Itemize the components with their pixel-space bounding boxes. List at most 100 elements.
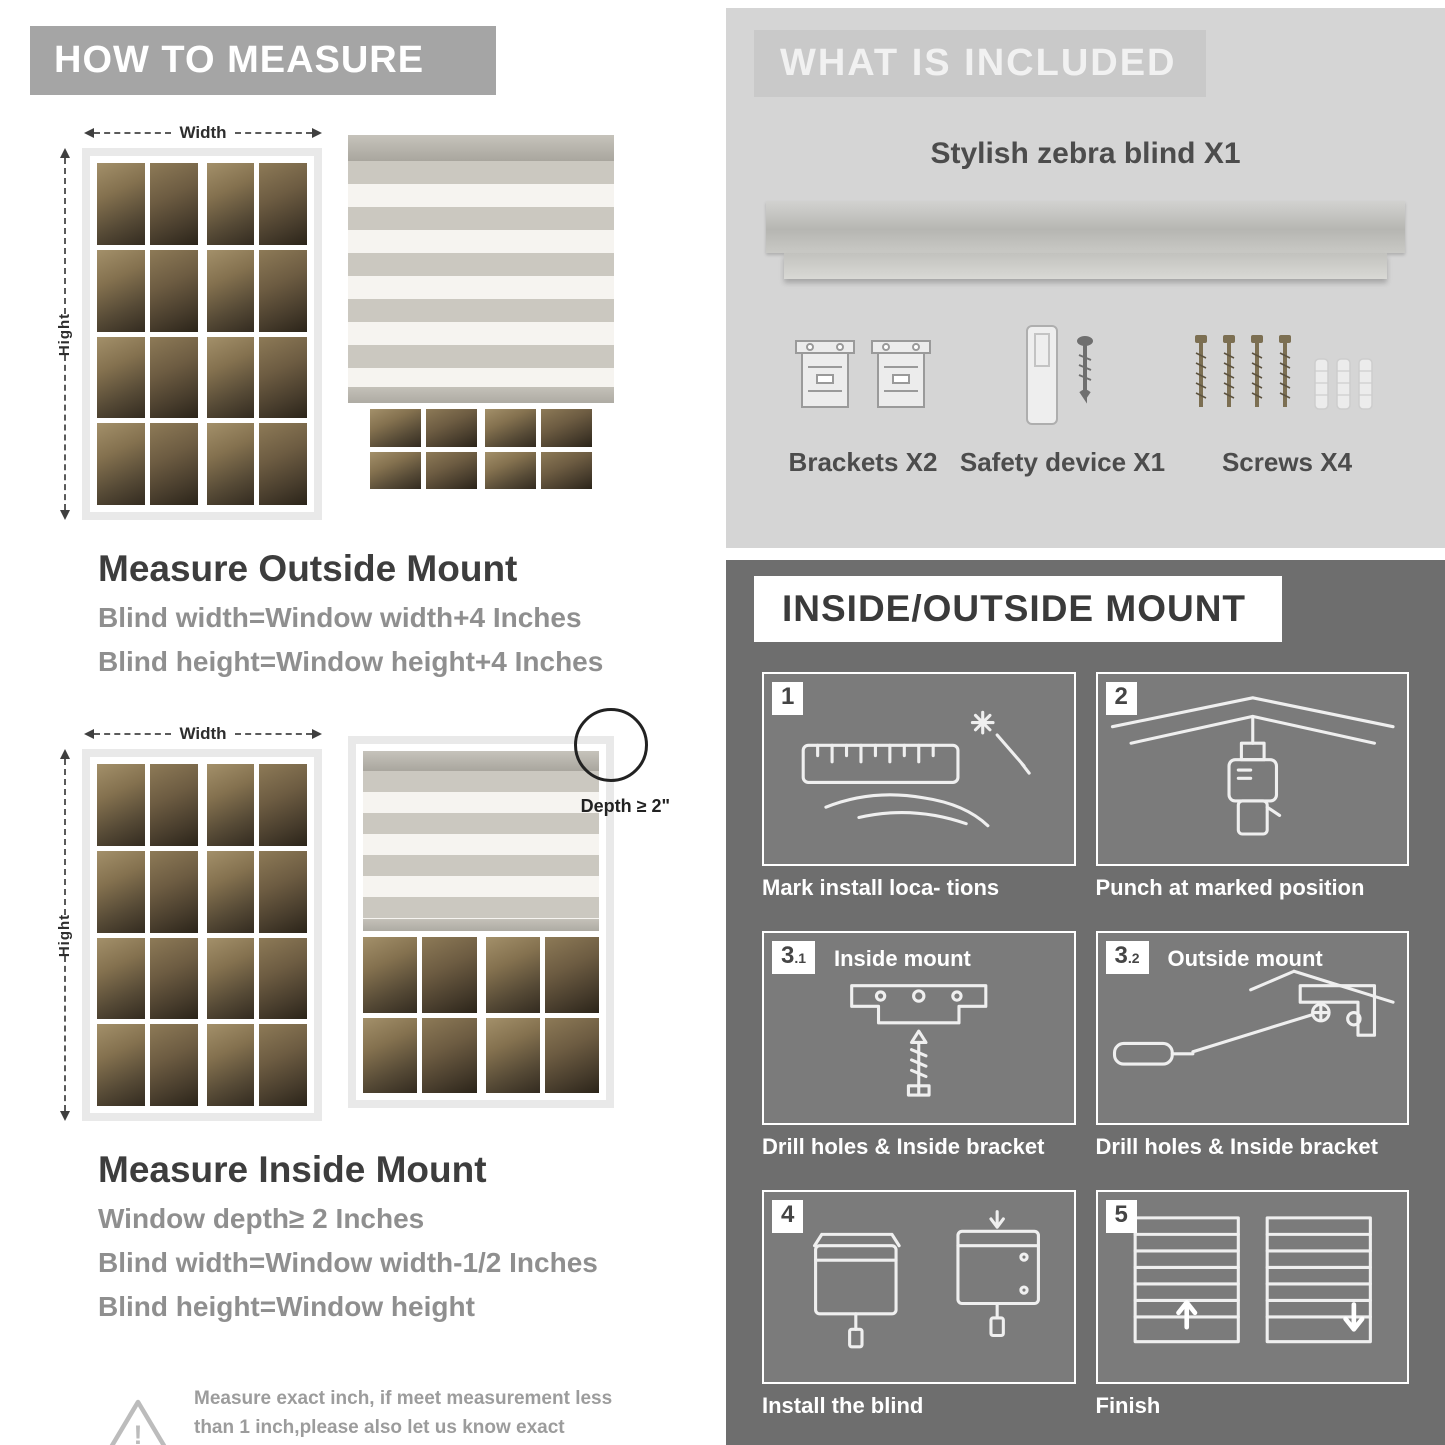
step-caption: Drill holes & Inside bracket	[762, 1134, 1045, 1159]
outside-mount-line: Blind height=Window height+4 Inches	[98, 646, 604, 677]
step-caption: Drill holes & Inside bracket	[1095, 1134, 1378, 1159]
depth-callout-circle	[574, 708, 648, 782]
window-panes	[363, 937, 599, 1093]
inside-mount-block: Width Hight	[54, 708, 712, 1323]
outside-window-figure: Width Hight	[54, 123, 322, 520]
outside-mount-line: Blind width=Window width+4 Inches	[98, 602, 582, 633]
step-number: 2	[1105, 682, 1137, 715]
step-title: Inside mount	[834, 946, 971, 971]
height-label: Hight	[56, 913, 74, 957]
step-5: 5	[1095, 1190, 1409, 1419]
window-below-blind	[364, 403, 598, 495]
arrow-right-icon	[312, 729, 322, 739]
how-to-measure-banner: HOW TO MEASURE	[30, 26, 496, 95]
brackets-label: Brackets X2	[788, 447, 938, 477]
step-3-2-panel: 3.2 Outside mount	[1095, 931, 1409, 1125]
window-panes	[90, 156, 314, 512]
arrow-left-icon	[84, 729, 94, 739]
measure-note: ! Measure exact inch, if meet measuremen…	[102, 1385, 712, 1445]
step-caption: Punch at marked position	[1095, 875, 1365, 900]
step-1-panel: 1	[762, 672, 1076, 866]
height-dimension-arrow: Hight	[54, 148, 76, 520]
height-label: Hight	[56, 312, 74, 356]
step-2: 2	[1095, 672, 1409, 901]
screws-label: Screws X4	[1221, 447, 1353, 477]
safety-device-icon	[1026, 325, 1094, 425]
screws-item: Screws X4	[1187, 319, 1387, 478]
safety-device-label: Safety device X1	[959, 447, 1166, 477]
blind-stripes	[363, 771, 599, 919]
window-photo	[82, 749, 322, 1121]
width-dimension-arrow: Width	[84, 123, 322, 143]
window-panes	[90, 757, 314, 1113]
height-dimension-arrow: Hight	[54, 749, 76, 1121]
brackets-icon	[795, 340, 931, 408]
how-to-measure-section: HOW TO MEASURE Width	[0, 0, 712, 1445]
blind-cassette	[363, 751, 599, 771]
arrow-left-icon	[84, 128, 94, 138]
arrow-right-icon	[312, 128, 322, 138]
width-label: Width	[179, 123, 227, 142]
headrail-illustration	[766, 201, 1405, 279]
drill-art	[1110, 696, 1395, 836]
step-number: 4	[772, 1200, 804, 1233]
product-title: Stylish zebra blind X1	[930, 137, 1241, 170]
arrow-down-icon	[60, 1111, 70, 1121]
blind-stripes	[348, 161, 614, 387]
width-dimension-arrow: Width	[84, 724, 322, 744]
step-1: 1 Mark install loca- tions	[762, 672, 1076, 901]
step-4-panel: 4	[762, 1190, 1076, 1384]
inside-mount-line: Blind width=Window width-1/2 Inches	[98, 1247, 598, 1278]
included-items: Brackets X2 Safety device X1	[788, 319, 1387, 478]
step-2-panel: 2	[1095, 672, 1409, 866]
svg-text:!: !	[134, 1420, 143, 1445]
blind-cassette	[348, 135, 614, 161]
inside-mount-title: Measure Inside Mount	[98, 1149, 487, 1190]
mark-location-art	[801, 710, 1031, 828]
step-3-2: 3.2 Outside mount	[1095, 931, 1409, 1160]
inside-bracket-art	[850, 984, 988, 1097]
what-is-included-banner: WHAT IS INCLUDED	[754, 30, 1206, 97]
arrow-up-icon	[60, 749, 70, 759]
step-caption: Finish	[1095, 1393, 1161, 1418]
arrow-down-icon	[60, 510, 70, 520]
outside-mount-block: Width Hight	[54, 123, 712, 678]
note-text: Measure exact inch, if meet measurement …	[194, 1388, 613, 1438]
warning-triangle-icon: !	[109, 1399, 167, 1445]
safety-device-item: Safety device X1	[960, 319, 1165, 478]
inside-window-figure: Width Hight	[54, 724, 322, 1121]
zebra-blind-outside-figure	[348, 135, 614, 495]
outside-bracket-art	[1112, 969, 1395, 1066]
step-3-1-panel: 3.1 Inside mount	[762, 931, 1076, 1125]
blind-bottom-rail	[363, 919, 599, 931]
step-5-panel: 5	[1095, 1190, 1409, 1384]
blind-bottom-rail	[348, 387, 614, 403]
zebra-blind-inside-figure: Depth ≥ 2"	[348, 708, 670, 1108]
inside-mount-line: Window depth≥ 2 Inches	[98, 1203, 425, 1234]
step-number: 3.2	[1105, 941, 1149, 974]
brackets-item: Brackets X2	[788, 319, 938, 478]
step-caption: Install the blind	[762, 1393, 924, 1418]
window-photo	[82, 148, 322, 520]
mount-banner: INSIDE/OUTSIDE MOUNT	[754, 576, 1282, 642]
finish-art	[1133, 1216, 1372, 1344]
steps-grid: 1 Mark install loca- tions	[762, 672, 1409, 1419]
width-label: Width	[179, 724, 227, 743]
blind-inside-window	[363, 751, 599, 931]
install-blind-art	[813, 1210, 1040, 1349]
mount-steps-section: INSIDE/OUTSIDE MOUNT 1	[726, 560, 1445, 1445]
what-is-included-section: WHAT IS INCLUDED Stylish zebra blind X1	[726, 8, 1445, 548]
arrow-up-icon	[60, 148, 70, 158]
step-number: 1	[772, 682, 804, 715]
step-title: Outside mount	[1167, 946, 1323, 971]
screws-icon	[1194, 335, 1373, 410]
depth-label: Depth ≥ 2"	[580, 796, 670, 816]
step-number: 3.1	[772, 941, 816, 974]
step-caption: Mark install loca- tions	[762, 875, 1000, 900]
step-number: 5	[1105, 1200, 1137, 1233]
step-4: 4	[762, 1190, 1076, 1419]
outside-mount-title: Measure Outside Mount	[98, 548, 518, 589]
right-column: WHAT IS INCLUDED Stylish zebra blind X1	[712, 0, 1445, 1445]
step-3-1: 3.1 Inside mount	[762, 931, 1076, 1160]
